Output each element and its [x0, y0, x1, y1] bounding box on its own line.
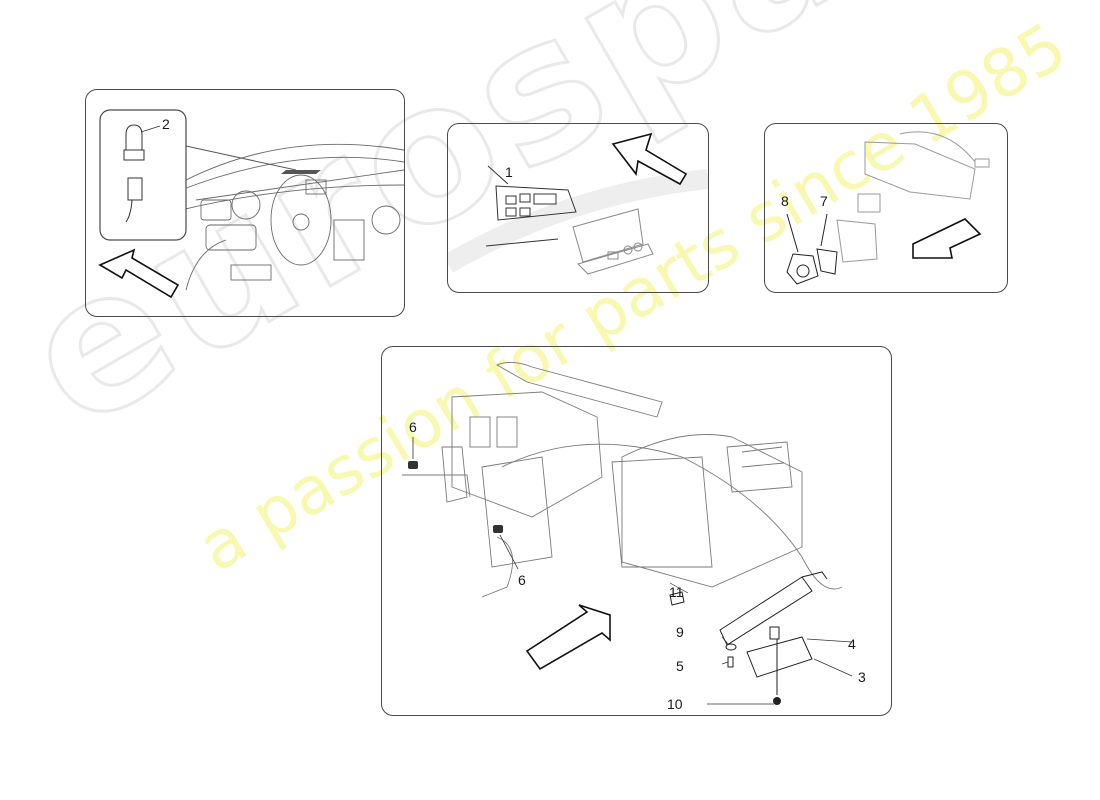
inset-box: [99, 109, 187, 241]
direction-arrow-icon: [98, 248, 180, 299]
direction-arrow-icon: [611, 132, 688, 186]
callout-1[interactable]: 1: [505, 164, 513, 180]
sensor-6a-icon: [408, 461, 418, 469]
callout-10[interactable]: 10: [667, 696, 683, 712]
panel-dashboard-sensor: 2: [85, 89, 405, 317]
callout-2[interactable]: 2: [162, 116, 170, 132]
hvac-unit-illustration: [402, 362, 853, 705]
callout-11[interactable]: 11: [669, 584, 684, 600]
callout-9[interactable]: 9: [676, 624, 684, 640]
console-unit-illustration: [786, 131, 990, 285]
callout-6-left[interactable]: 6: [409, 419, 417, 435]
panel-control-panel: 1: [447, 123, 709, 293]
panel-center-console-unit: 8 7: [764, 123, 1008, 293]
callout-6-lower[interactable]: 6: [518, 572, 526, 588]
callout-8[interactable]: 8: [781, 193, 789, 209]
direction-arrow-icon: [912, 218, 982, 259]
direction-arrow-icon: [525, 604, 611, 671]
callout-7[interactable]: 7: [820, 193, 828, 209]
callout-4[interactable]: 4: [848, 636, 856, 652]
control-panel-illustration: [448, 132, 708, 275]
callout-3[interactable]: 3: [858, 669, 866, 685]
callout-5[interactable]: 5: [676, 658, 684, 674]
panel-hvac-unit: 6 6 11 9 5 10 4 3: [381, 346, 892, 716]
dashboard-illustration: [98, 109, 404, 299]
sensor-6b-icon: [493, 525, 503, 533]
